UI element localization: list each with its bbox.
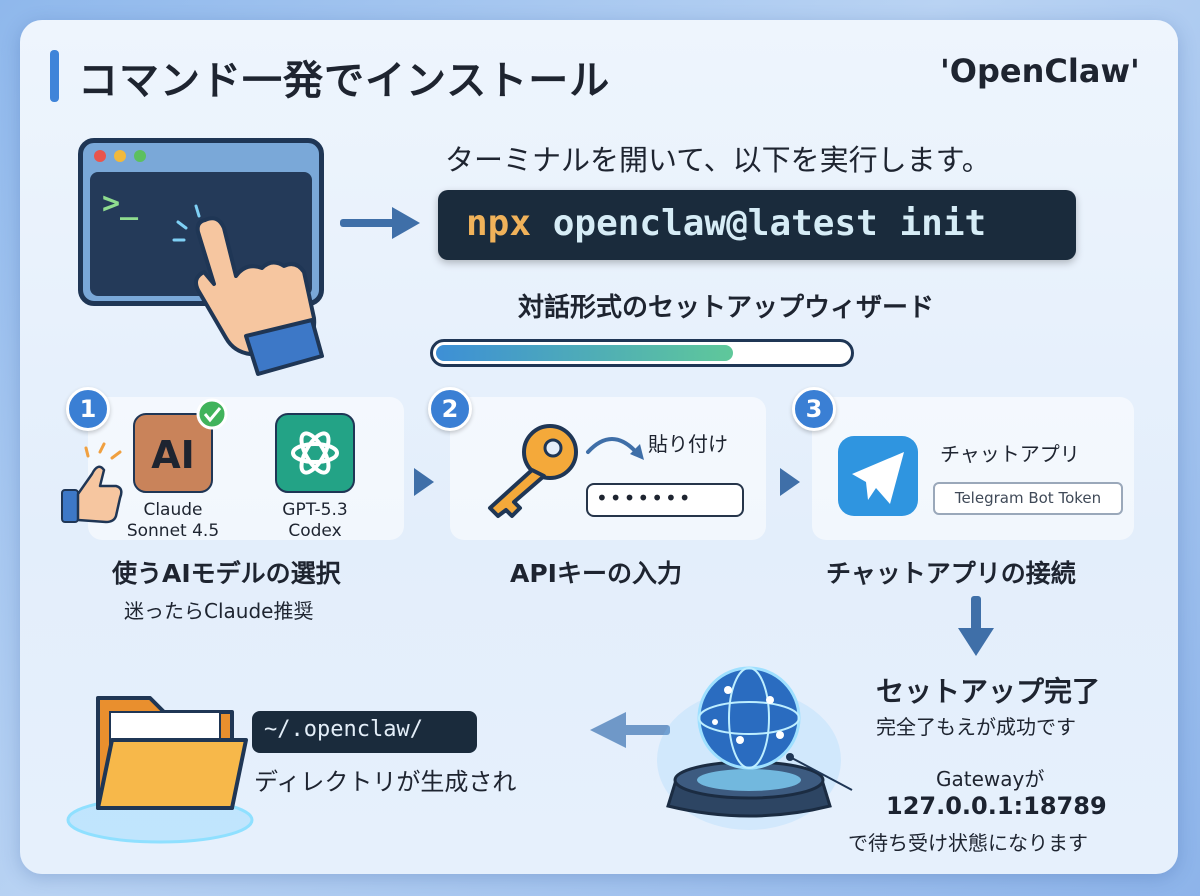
step-2-badge: 2 [428,387,472,431]
step-2-caption: APIキーの入力 [510,559,682,588]
window-minimize-dot [114,150,126,162]
window-close-dot [94,150,106,162]
terminal-prompt: >_ [102,186,139,221]
telegram-icon [838,436,918,516]
directory-path-box [252,711,477,753]
chevron-right-icon [780,468,800,496]
instruction-text: ターミナルを開いて、以下を実行します。 [445,143,991,177]
step-1-badge: 1 [66,387,110,431]
completion-title: セットアップ完了 [876,675,1101,708]
curved-arrow-icon [586,437,638,454]
claude-model-label: Claude Sonnet 4.5 [110,500,236,542]
gateway-address: 127.0.0.1:18789 [886,792,1107,820]
openai-logo-icon [275,413,355,493]
command-prefix: npx [466,203,532,244]
gpt-model-name: GPT-5.3 [282,500,348,520]
claude-logo-icon: AI [133,413,213,493]
directory-path: ~/.openclaw/ [264,717,423,742]
api-key-masked-value: ••••••• [596,486,693,510]
command-text[interactable]: npx openclaw@latest init [466,203,986,244]
command-args: openclaw@latest init [552,203,987,244]
key-icon [488,424,578,518]
wizard-progress-fill [436,345,733,361]
thumbs-up-icon [61,442,123,524]
paste-label: 貼り付け [648,432,728,456]
svg-text:AI: AI [151,433,195,477]
step-3-caption: チャットアプリの接続 [826,559,1076,588]
step-1-caption: 使うAIモデルの選択 [112,559,341,588]
gateway-line-3: で待ち受け状態になります [848,831,1088,855]
gateway-line-1: Gatewayが [936,767,1045,791]
window-maximize-dot [134,150,146,162]
arrow-right-icon [340,207,420,239]
step-3-badge: 3 [792,387,836,431]
claude-model-version: Sonnet 4.5 [126,521,220,541]
telegram-token-field[interactable]: Telegram Bot Token [933,482,1123,515]
gpt-model-version: Codex [288,521,342,541]
chat-app-label: チャットアプリ [940,442,1080,466]
wizard-title: 対話形式のセットアップウィザード [518,293,935,323]
folder-icon [66,696,254,844]
arrow-down-icon [958,596,994,656]
page-title: コマンド一発でインストール [78,58,611,104]
gateway-globe-icon [657,666,853,830]
click-spark-icon [172,204,201,242]
arrow-left-icon [590,712,670,748]
brand-label: 'OpenClaw' [940,52,1140,90]
check-badge-icon [196,398,228,430]
completion-sub: 完全了もえが成功です [876,715,1076,739]
step-1-sub: 迷ったらClaude推奨 [124,599,314,623]
gpt-model-label: GPT-5.3 Codex [258,500,372,542]
title-accent-bar [50,50,59,102]
command-box[interactable] [438,190,1076,260]
chevron-right-icon [414,468,434,496]
directory-caption: ディレクトリが生成され [254,768,517,796]
api-key-field[interactable] [586,483,744,517]
pointing-hand-icon [194,216,324,376]
claude-model-name: Claude [143,500,203,520]
